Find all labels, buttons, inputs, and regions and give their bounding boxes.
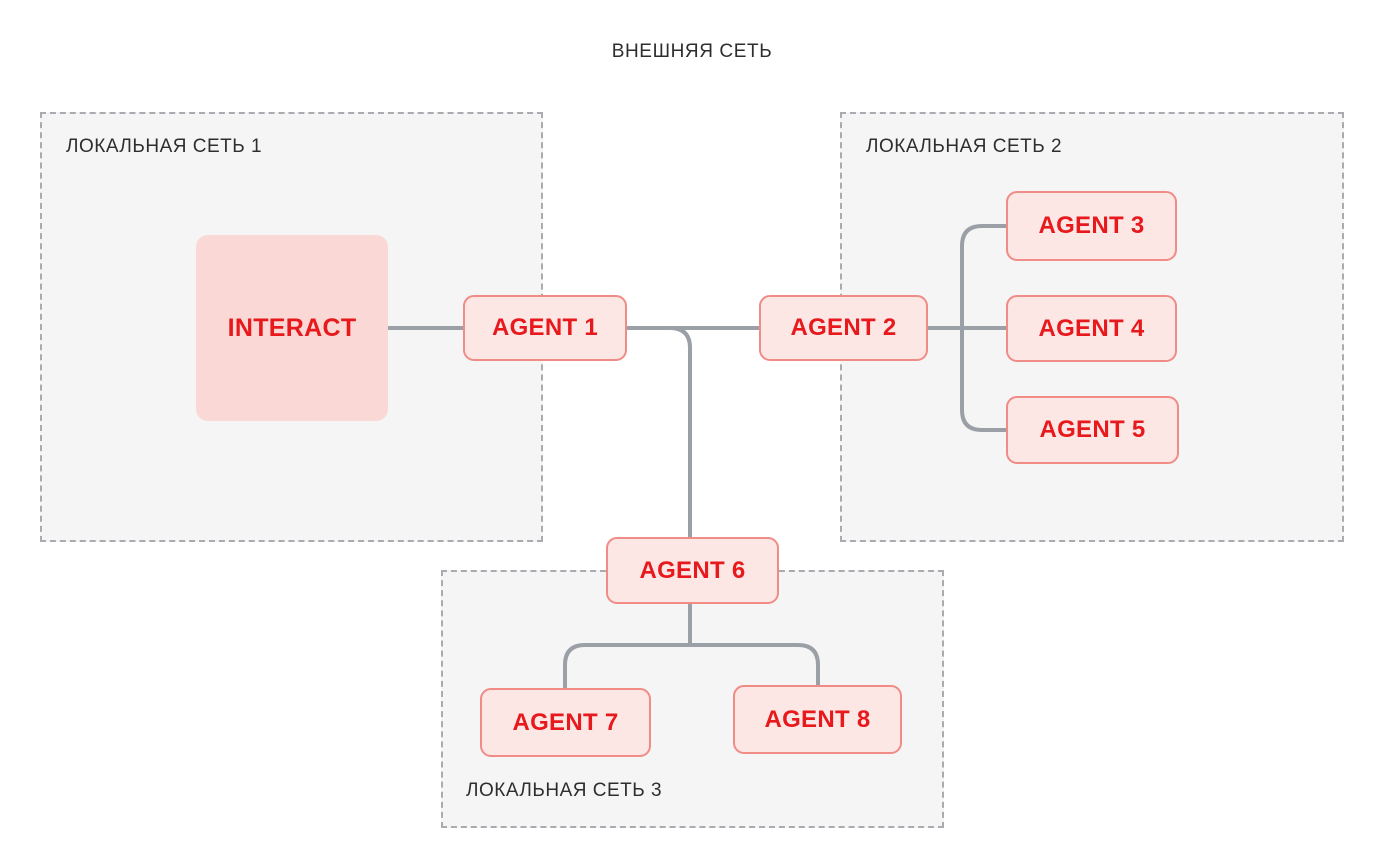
link-agent1-agent6 (627, 326, 692, 537)
node-agent-8-label: AGENT 8 (764, 705, 871, 733)
node-agent-3-label: AGENT 3 (1038, 212, 1145, 239)
node-agent-4[interactable]: AGENT 4 (1006, 295, 1177, 362)
node-interact[interactable]: INTERACT (196, 235, 388, 421)
node-agent-6[interactable]: AGENT 6 (606, 537, 779, 604)
node-interact-label: INTERACT (227, 313, 357, 342)
node-agent-7-label: AGENT 7 (512, 708, 619, 736)
node-agent-2[interactable]: AGENT 2 (759, 295, 928, 361)
network-group-1-label: ЛОКАЛЬНАЯ СЕТЬ 1 (66, 136, 263, 157)
node-agent-6-label: AGENT 6 (639, 556, 746, 584)
node-agent-8[interactable]: AGENT 8 (733, 685, 902, 754)
page-title: ВНЕШНЯЯ СЕТЬ (611, 41, 773, 62)
node-agent-2-label: AGENT 2 (790, 314, 897, 341)
node-agent-5[interactable]: AGENT 5 (1006, 396, 1179, 464)
node-agent-7[interactable]: AGENT 7 (480, 688, 651, 757)
network-group-3-label: ЛОКАЛЬНАЯ СЕТЬ 3 (466, 780, 663, 801)
network-group-2-label: ЛОКАЛЬНАЯ СЕТЬ 2 (866, 136, 1063, 157)
node-agent-3[interactable]: AGENT 3 (1006, 191, 1177, 261)
node-agent-4-label: AGENT 4 (1038, 314, 1145, 342)
node-agent-5-label: AGENT 5 (1039, 416, 1146, 443)
node-agent-1-label: AGENT 1 (491, 314, 599, 341)
node-agent-1[interactable]: AGENT 1 (463, 295, 627, 361)
